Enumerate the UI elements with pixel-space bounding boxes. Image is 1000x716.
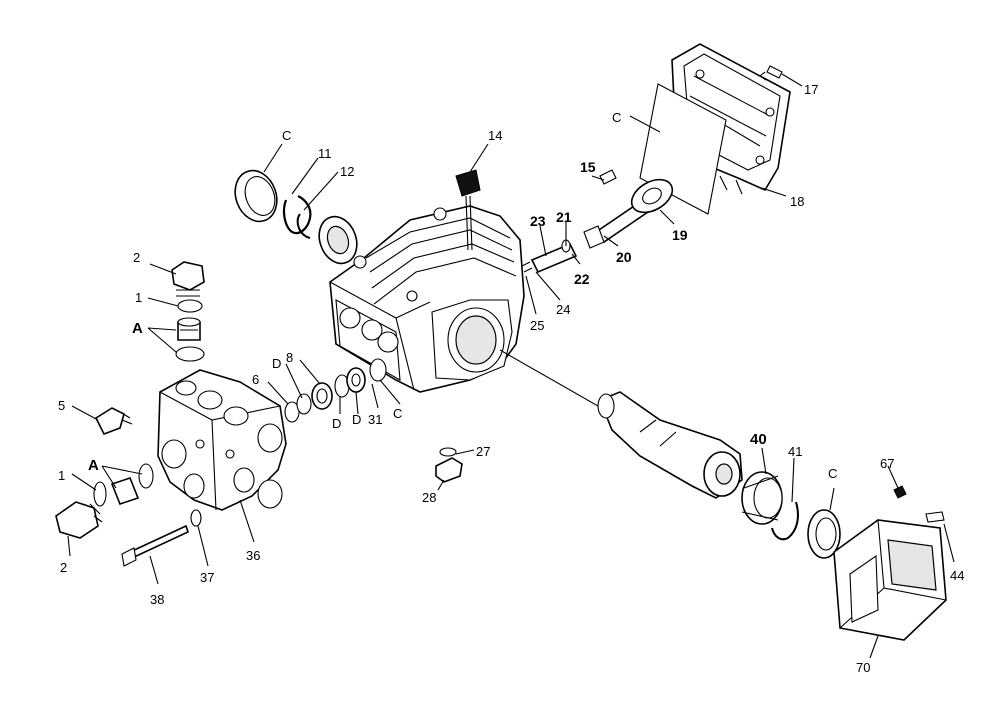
label-70: 70 xyxy=(856,660,870,675)
label-C-gasket: C xyxy=(612,110,621,125)
bolt-washer xyxy=(190,509,202,527)
part-labels: 2 1 A 5 A 1 2 38 37 36 6 D 8 D D 31 C C … xyxy=(58,82,964,675)
label-44: 44 xyxy=(950,568,964,583)
oil-dipstick xyxy=(455,169,481,251)
cover-screw xyxy=(759,65,783,81)
label-27: 27 xyxy=(476,444,490,459)
label-67: 67 xyxy=(880,456,894,471)
label-6: 6 xyxy=(252,372,259,387)
label-D-2: D xyxy=(332,416,341,431)
bearing-cover xyxy=(234,169,278,223)
label-2-bottom: 2 xyxy=(60,560,67,575)
crankshaft xyxy=(499,349,743,499)
valve-assembly-top xyxy=(177,317,201,341)
label-1-bottom: 1 xyxy=(58,468,65,483)
label-25: 25 xyxy=(530,318,544,333)
label-D-3: D xyxy=(352,412,361,427)
wrist-pin xyxy=(599,169,617,185)
manifold-plug-top xyxy=(171,261,205,297)
label-40: 40 xyxy=(750,431,767,448)
label-36: 36 xyxy=(246,548,260,563)
label-11: 11 xyxy=(318,146,332,161)
flange-screw xyxy=(925,511,945,523)
label-28: 28 xyxy=(422,490,436,505)
manifold-plug-bottom xyxy=(55,501,103,539)
label-19: 19 xyxy=(672,227,688,243)
label-20: 20 xyxy=(616,249,632,265)
bearing-snap-ring xyxy=(771,501,799,541)
roller-bearing xyxy=(741,471,783,525)
crankshaft-bearing xyxy=(318,215,358,265)
seal-stack xyxy=(284,358,387,423)
valve-assembly-bottom xyxy=(110,463,154,505)
valve-o-ring-top xyxy=(175,346,205,362)
manifold-bolt xyxy=(121,524,189,567)
label-A-bottom: A xyxy=(88,457,99,474)
label-12: 12 xyxy=(340,164,354,179)
label-C-oilseal: C xyxy=(828,466,837,481)
label-D-1: D xyxy=(272,356,281,371)
connecting-rod xyxy=(583,178,674,249)
label-2-top: 2 xyxy=(133,250,140,265)
label-23: 23 xyxy=(530,213,546,229)
o-ring-bottom xyxy=(93,481,107,507)
label-31: 31 xyxy=(368,412,382,427)
oil-drain-plug xyxy=(435,447,463,483)
label-15: 15 xyxy=(580,159,596,175)
label-C-seal: C xyxy=(393,406,402,421)
label-21: 21 xyxy=(556,209,572,225)
label-37: 37 xyxy=(200,570,214,585)
label-1-top: 1 xyxy=(135,290,142,305)
label-14: 14 xyxy=(488,128,502,143)
plunger-assembly xyxy=(521,239,578,274)
label-C-cover: C xyxy=(282,128,291,143)
leader-lines xyxy=(67,73,955,659)
label-8: 8 xyxy=(286,350,293,365)
label-24: 24 xyxy=(556,302,570,317)
adapter-flange xyxy=(833,519,947,641)
flange-plug xyxy=(893,485,907,499)
label-17: 17 xyxy=(804,82,818,97)
retaining-ring xyxy=(282,195,312,235)
snap-ring xyxy=(296,213,311,239)
crankcase xyxy=(329,205,525,393)
label-A-top: A xyxy=(132,320,143,337)
label-38: 38 xyxy=(150,592,164,607)
side-plug xyxy=(94,407,133,436)
label-41: 41 xyxy=(788,444,802,459)
label-22: 22 xyxy=(574,271,590,287)
pump-manifold xyxy=(157,369,287,511)
crankshaft-oil-seal xyxy=(807,509,841,559)
o-ring-top xyxy=(177,299,203,313)
label-5: 5 xyxy=(58,398,65,413)
label-18: 18 xyxy=(790,194,804,209)
